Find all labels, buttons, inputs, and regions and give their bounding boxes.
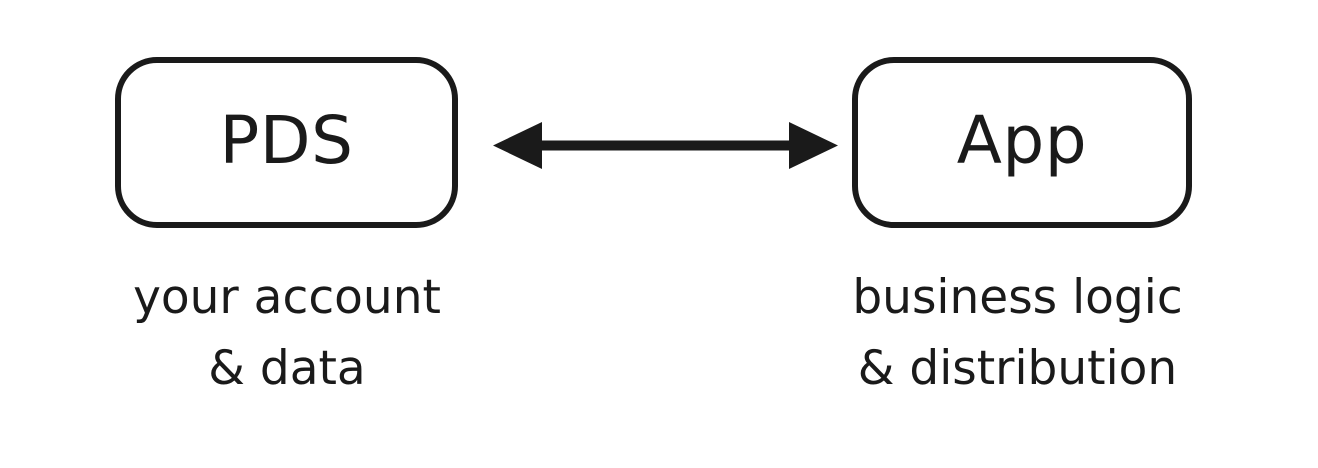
caption-pds-line-2: & data bbox=[208, 341, 366, 397]
caption-app-line-1: business logic bbox=[852, 270, 1183, 325]
node-pds-label: PDS bbox=[219, 101, 354, 179]
arrowhead-right bbox=[789, 122, 838, 169]
node-app-label: App bbox=[956, 101, 1088, 179]
arrowhead-left bbox=[493, 122, 542, 169]
node-pds[interactable]: PDS bbox=[115, 57, 458, 228]
connector-pds-app bbox=[485, 112, 845, 180]
double-headed-arrow-icon bbox=[493, 122, 838, 169]
arrow-shaft bbox=[537, 140, 793, 151]
caption-app: business logic & distribution bbox=[790, 262, 1245, 405]
caption-app-line-2: & distribution bbox=[857, 341, 1178, 397]
caption-pds: your account & data bbox=[48, 262, 526, 405]
caption-pds-line-1: your account bbox=[133, 270, 441, 325]
node-app[interactable]: App bbox=[852, 57, 1192, 228]
